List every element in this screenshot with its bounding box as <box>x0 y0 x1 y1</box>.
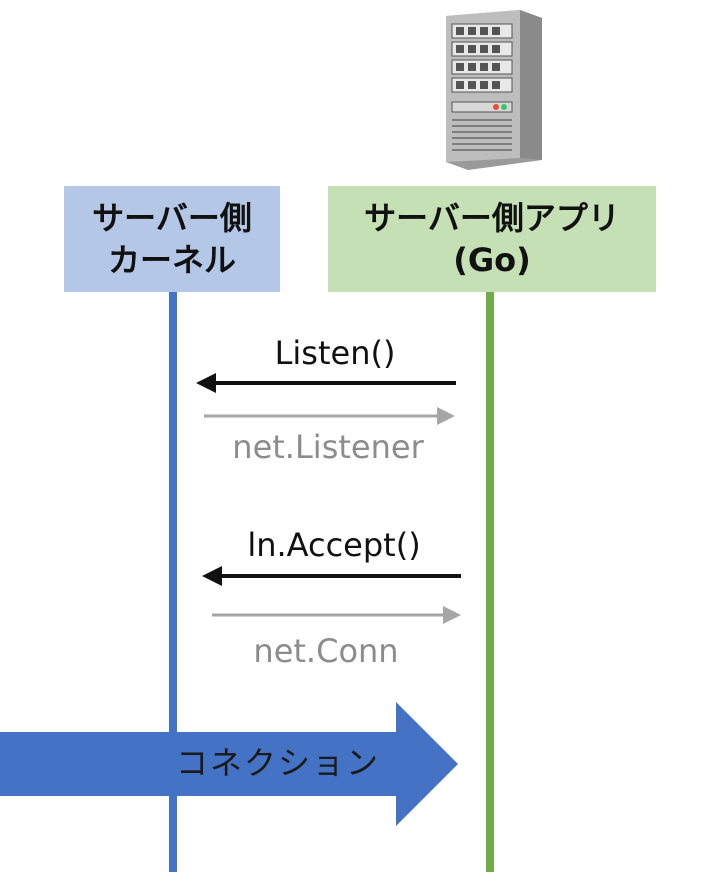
connection-label: コネクション <box>176 744 381 782</box>
app-lifeline <box>486 292 494 872</box>
server-tower-icon <box>446 10 542 170</box>
kernel-title-line1: サーバー側 <box>92 199 252 237</box>
message-label: ln.Accept() <box>247 526 421 564</box>
connection-block-arrow <box>0 702 458 826</box>
app-participant-box: サーバー側アプリ (Go) <box>328 186 656 292</box>
message-label: net.Listener <box>232 428 424 466</box>
message-label: Listen() <box>274 334 396 372</box>
kernel-participant-box: サーバー側 カーネル <box>64 186 280 292</box>
app-title-line1: サーバー側アプリ <box>364 199 620 237</box>
message-label: net.Conn <box>253 632 399 670</box>
kernel-title-line2: カーネル <box>107 241 236 279</box>
app-title-line2: (Go) <box>453 241 531 279</box>
kernel-lifeline <box>169 292 177 872</box>
